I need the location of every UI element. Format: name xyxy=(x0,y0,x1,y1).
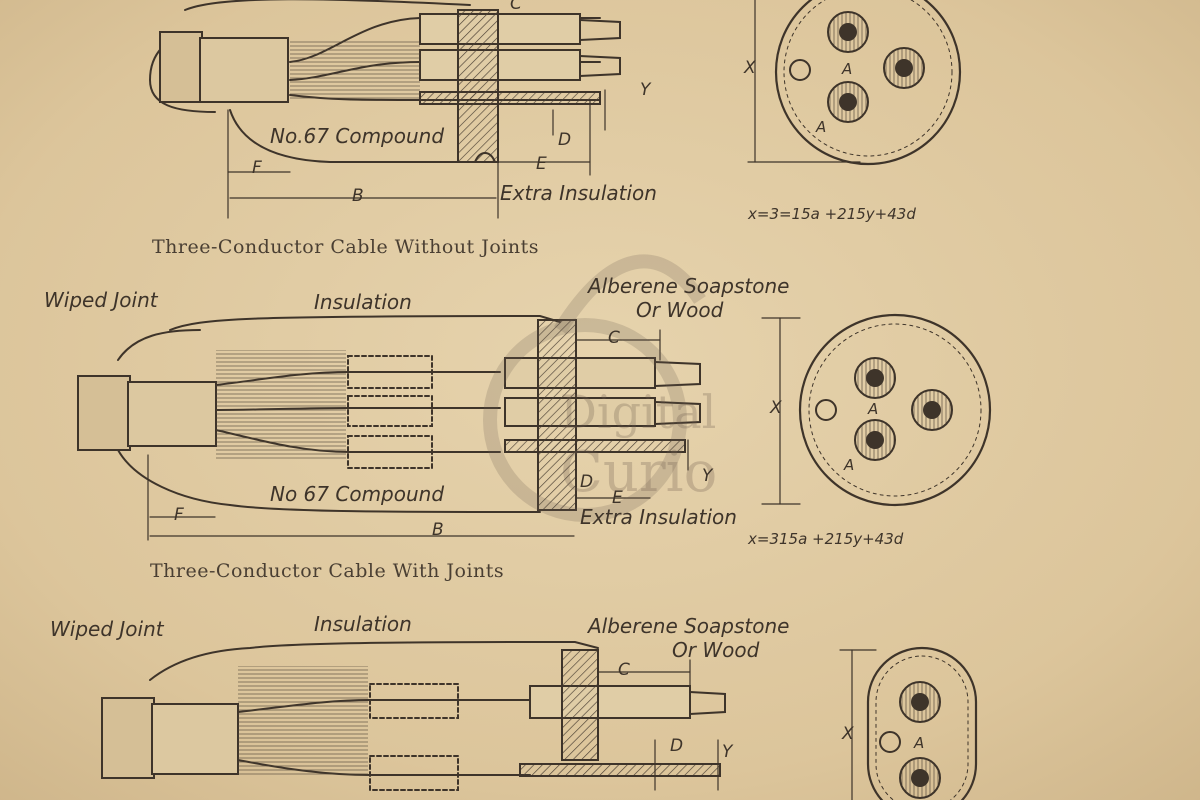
fig1-conductor-A-upper: A xyxy=(842,60,853,78)
fig1-dim-B: B xyxy=(352,186,364,206)
fig3-dim-C: C xyxy=(618,660,630,680)
fig3-dim-X: X xyxy=(842,724,854,744)
fig2-alberene-label-line2: Or Wood xyxy=(636,298,724,322)
fig1-dim-F: F xyxy=(252,158,262,178)
fig2-dim-Y: Y xyxy=(702,466,713,486)
fig2-dim-X: X xyxy=(770,398,782,418)
fig2-dim-F: F xyxy=(174,505,184,525)
fig3-dim-Y: Y xyxy=(722,742,733,762)
fig1-caption: Three-Conductor Cable Without Joints xyxy=(152,236,539,258)
figure-2-drawing xyxy=(77,313,992,541)
fig2-extra-insulation-label: Extra Insulation xyxy=(580,505,737,529)
fig3-alberene-label-line1: Alberene Soapstone xyxy=(588,614,790,638)
fig1-dim-D: D xyxy=(558,130,572,150)
figure-3-drawing xyxy=(101,640,978,800)
fig1-extra-insulation-label: Extra Insulation xyxy=(500,181,657,205)
fig1-dim-Y: Y xyxy=(640,80,651,100)
fig1-dim-C: C xyxy=(510,0,522,14)
fig2-formula: x=315a +215y+43d xyxy=(748,530,904,548)
fig2-insulation-label: Insulation xyxy=(314,290,412,314)
fig1-conductor-A-lower: A xyxy=(816,118,827,136)
fig2-alberene-label-line1: Alberene Soapstone xyxy=(588,274,790,298)
fig3-alberene-label-line2: Or Wood xyxy=(672,638,760,662)
fig3-insulation-label: Insulation xyxy=(314,612,412,636)
fig2-conductor-A-upper: A xyxy=(868,400,879,418)
fig2-conductor-A-lower: A xyxy=(844,456,855,474)
fig1-dim-E: E xyxy=(536,154,547,174)
fig1-compound-label: No.67 Compound xyxy=(270,124,445,148)
figure-1-drawing xyxy=(149,0,962,219)
fig1-formula: x=3=15a +215y+43d xyxy=(748,205,916,223)
fig2-compound-label: No 67 Compound xyxy=(270,482,445,506)
watermark-line-2: Curio xyxy=(560,440,718,505)
fig2-wiped-joint-label: Wiped Joint xyxy=(44,288,158,312)
fig2-caption: Three-Conductor Cable With Joints xyxy=(150,560,505,582)
fig2-dim-D: D xyxy=(580,472,594,492)
fig1-dim-X: X xyxy=(744,58,756,78)
fig2-dim-C: C xyxy=(608,328,620,348)
fig3-conductor-A: A xyxy=(914,734,925,752)
fig3-dim-D: D xyxy=(670,736,684,756)
watermark-emblem xyxy=(483,254,706,522)
watermark-line-1: Digital xyxy=(560,385,717,439)
fig2-dim-B: B xyxy=(432,520,444,540)
fig2-dim-E: E xyxy=(612,488,623,508)
fig3-wiped-joint-label: Wiped Joint xyxy=(50,617,164,641)
